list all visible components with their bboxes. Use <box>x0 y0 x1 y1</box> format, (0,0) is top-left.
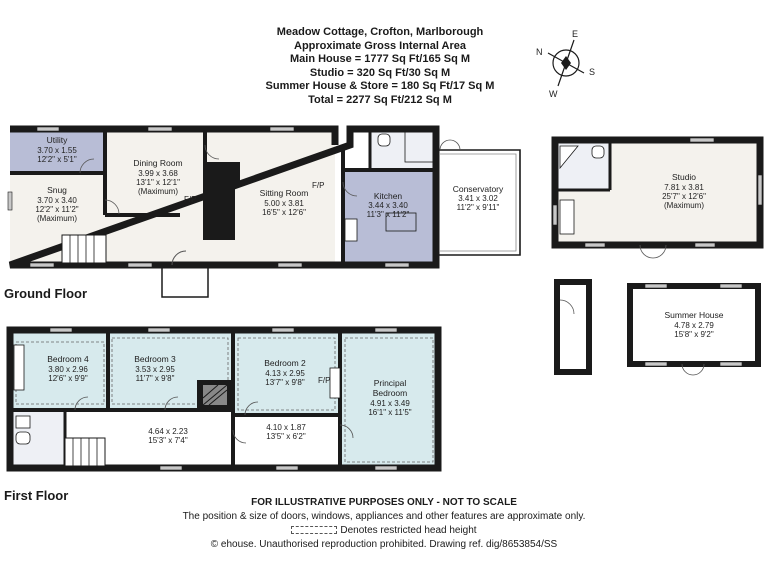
compass-s: S <box>589 67 595 77</box>
area-studio: Studio = 320 Sq Ft/30 Sq M <box>309 66 451 79</box>
dining-dims-max: (Maximum) <box>138 187 178 196</box>
compass-n: N <box>536 47 543 57</box>
first-stairs <box>64 437 106 467</box>
bedroom2-dims-metric: 4.13 x 2.95 <box>265 369 305 378</box>
bedroom4-dims-imperial: 12'6" x 9'9" <box>48 374 88 383</box>
sitting-dims-imperial: 16'5" x 12'6" <box>262 208 306 217</box>
snug-label: Snug <box>47 185 67 195</box>
snug-dims-metric: 3.70 x 3.40 <box>37 196 77 205</box>
utility-label: Utility <box>47 135 69 145</box>
dining-dims-imperial: 13'1" x 12'1" <box>136 178 180 187</box>
first-exterior-walls <box>6 326 442 472</box>
area-subtitle: Approximate Gross Internal Area <box>294 39 466 52</box>
snug-dims-max: (Maximum) <box>37 214 77 223</box>
bedroom3-dims-imperial: 11'7" x 9'8" <box>136 374 175 383</box>
restricted-height-swatch <box>291 526 338 535</box>
summer-house-room <box>627 283 761 367</box>
landing2-dims-imperial: 13'5" x 6'2" <box>266 432 306 441</box>
summer-house-plan: Summer House 4.78 x 2.79 15'8" x 9'2" <box>627 283 761 376</box>
kitchen-room <box>343 170 436 265</box>
conservatory-dims-imperial: 11'2" x 9'11" <box>457 203 500 212</box>
plan-header: Meadow Cottage, Crofton, Marlborough App… <box>230 26 530 107</box>
store-plan <box>554 279 592 375</box>
first-floor-plan: Bedroom 4 3.80 x 2.96 12'6" x 9'9" Bedro… <box>6 326 442 472</box>
kitchen-dims-imperial: 11'3" x 11'2" <box>367 210 410 219</box>
dining-label: Dining Room <box>133 158 182 168</box>
compass-w: W <box>549 89 558 99</box>
conservatory-label: Conservatory <box>453 184 504 194</box>
compass-icon: E N S W <box>536 29 595 99</box>
dining-room <box>105 129 205 265</box>
area-total: Total = 2277 Sq Ft/212 Sq M <box>308 93 452 106</box>
utility-room <box>10 129 105 173</box>
copyright-text: © ehouse. Unauthorised reproduction proh… <box>210 539 558 550</box>
conservatory-outline <box>436 149 521 256</box>
chimney-breast <box>205 162 235 240</box>
first-floor-label: First Floor <box>4 488 69 503</box>
porch <box>161 264 209 298</box>
bedroom4-label: Bedroom 4 <box>47 354 89 364</box>
property-title: Meadow Cottage, Crofton, Marlborough <box>276 26 484 38</box>
landing1-dims-imperial: 15'3" x 7'4" <box>148 436 188 445</box>
summer-house-dims-metric: 4.78 x 2.79 <box>674 321 714 330</box>
studio-dims-imperial: 25'7" x 12'6" <box>662 192 706 201</box>
landing2-dims-metric: 4.10 x 1.87 <box>266 423 306 432</box>
disclaimer-title: FOR ILLUSTRATIVE PURPOSES ONLY - NOT TO … <box>251 497 517 508</box>
bedroom3-dims-metric: 3.53 x 2.95 <box>135 365 175 374</box>
utility-dims-imperial: 12'2" x 5'1" <box>37 155 77 164</box>
area-summer-house: Summer House & Store = 180 Sq Ft/17 Sq M <box>265 80 495 92</box>
principal-label-2: Bedroom <box>373 388 408 398</box>
principal-label: Principal <box>374 378 407 388</box>
landing-two <box>233 415 340 468</box>
conservatory-room <box>440 150 520 255</box>
bedroom3-label: Bedroom 3 <box>134 354 176 364</box>
bedroom2-fp-label: F/P <box>318 376 330 385</box>
dining-dims-metric: 3.99 x 3.68 <box>138 169 178 178</box>
ground-floor-label: Ground Floor <box>4 286 88 301</box>
studio-dims-max: (Maximum) <box>664 201 704 210</box>
ground-floor-plan: Utility 3.70 x 1.55 12'2" x 5'1" Snug 3.… <box>7 125 521 298</box>
sitting-label: Sitting Room <box>260 188 309 198</box>
landing1-dims-metric: 4.64 x 2.23 <box>148 427 188 436</box>
summer-house-dims-imperial: 15'8" x 9'2" <box>674 330 714 339</box>
studio-dims-metric: 7.81 x 3.81 <box>664 183 704 192</box>
disclaimer-text: The position & size of doors, windows, a… <box>182 511 586 522</box>
area-main-house: Main House = 1777 Sq Ft/165 Sq M <box>289 53 471 65</box>
ground-stairs <box>61 234 107 264</box>
studio-label: Studio <box>672 172 696 182</box>
principal-dims-imperial: 16'1" x 11'5" <box>368 408 411 417</box>
head-height-legend-text: Denotes restricted head height <box>340 525 477 536</box>
kitchen-dims-metric: 3.44 x 3.40 <box>368 201 408 210</box>
bedroom2-label: Bedroom 2 <box>264 358 306 368</box>
plan-footer: FOR ILLUSTRATIVE PURPOSES ONLY - NOT TO … <box>120 496 648 552</box>
dining-fp-label: F/P <box>184 195 196 204</box>
sitting-fp-label: F/P <box>312 181 324 190</box>
snug-dims-imperial: 12'2" x 11'2" <box>35 205 78 214</box>
studio-plan: Studio 7.81 x 3.81 25'7" x 12'6" (Maximu… <box>551 136 764 259</box>
conservatory-dims-metric: 3.41 x 3.02 <box>458 194 498 203</box>
bedroom4-dims-metric: 3.80 x 2.96 <box>48 365 88 374</box>
bedroom2-dims-imperial: 13'7" x 9'8" <box>265 378 305 387</box>
principal-dims-metric: 4.91 x 3.49 <box>370 399 410 408</box>
kitchen-label: Kitchen <box>374 191 403 201</box>
compass-e: E <box>572 29 578 39</box>
head-height-legend: Denotes restricted head height <box>120 524 648 538</box>
sitting-dims-metric: 5.00 x 3.81 <box>264 199 304 208</box>
utility-dims-metric: 3.70 x 1.55 <box>37 146 77 155</box>
summer-house-label: Summer House <box>664 310 723 320</box>
